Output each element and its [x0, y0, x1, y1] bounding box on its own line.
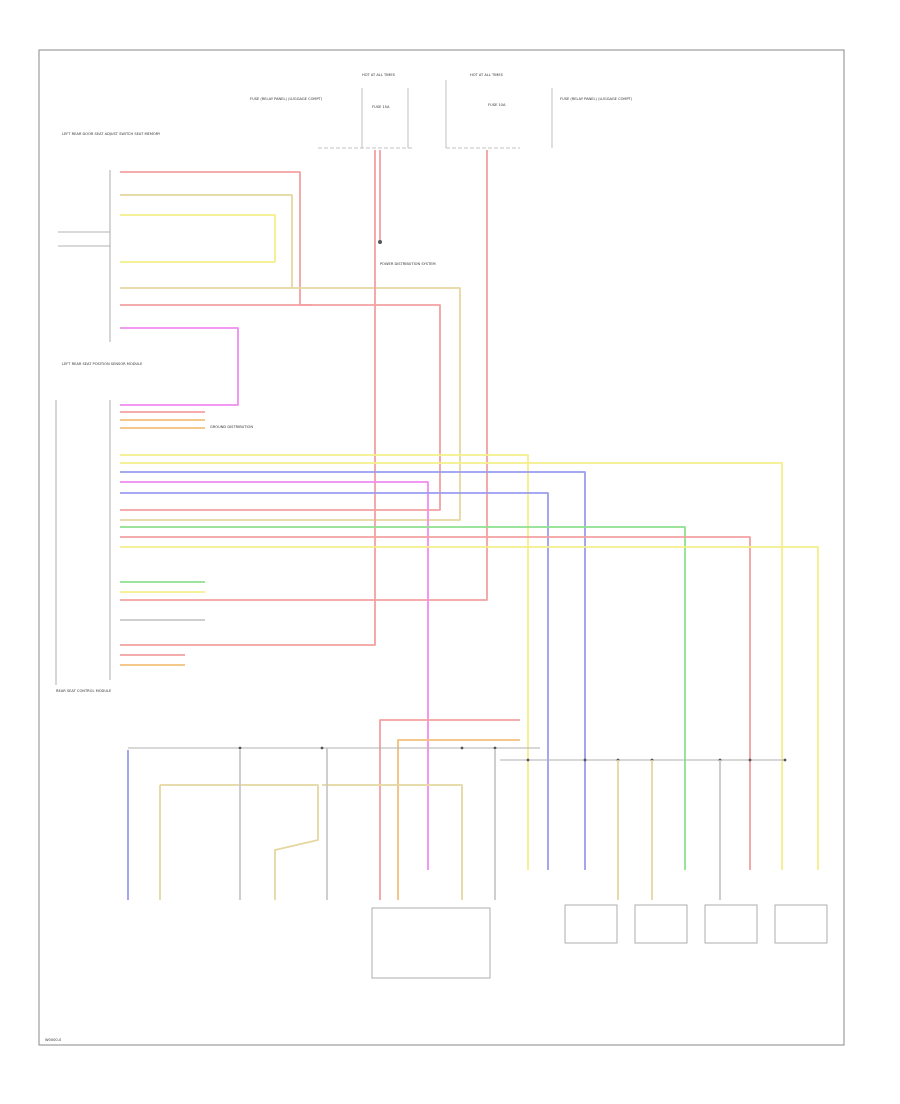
wire-3	[120, 287, 461, 521]
power-dist-label: POWER DISTRIBUTION SYSTEM	[380, 262, 436, 266]
diagram-frame	[38, 49, 845, 1046]
wire-9	[120, 454, 529, 870]
lower-module-label: LEFT REAR SEAT POSITION SENSOR MODULE	[62, 362, 143, 366]
motor-box-3	[774, 904, 828, 944]
splice-dot	[783, 758, 787, 762]
motor-box-2	[704, 904, 758, 944]
fuse2-fuse: FUSE 10A	[488, 103, 506, 107]
wire-12	[120, 481, 429, 870]
fuse-box-1: HOT AT ALL TIMES FUSE 15A FUSE (RELAY PA…	[250, 73, 412, 149]
wire-2	[120, 214, 276, 263]
fuse1-fuse: FUSE 15A	[372, 105, 390, 109]
fuse1-title: HOT AT ALL TIMES	[362, 73, 396, 77]
wire-16	[120, 546, 819, 870]
page-code: W0000-0	[45, 1038, 62, 1042]
splice-dot	[748, 758, 752, 762]
fuse1-desc: FUSE (RELAY PANEL) (LUGGAGE COMPT)	[250, 97, 323, 101]
splice-dot	[493, 746, 497, 750]
wire-0	[120, 171, 312, 306]
splice-dot	[238, 746, 242, 750]
motor-box-1	[634, 904, 688, 944]
fuse2-desc: FUSE (RELAY PANEL) (LUGGAGE COMPT)	[560, 97, 633, 101]
switch-module-box	[371, 907, 491, 979]
splice-dot	[320, 746, 324, 750]
wire-13	[120, 492, 549, 870]
wire-4	[120, 304, 441, 511]
module-brackets	[55, 170, 111, 685]
lower-module-bottom-label: REAR SEAT CONTROL MODULE	[56, 689, 112, 693]
wire-7	[120, 150, 488, 601]
wire-5	[120, 327, 239, 406]
wire-26	[397, 739, 520, 900]
wire-15	[120, 536, 751, 870]
wire-6	[120, 150, 376, 646]
splice-dot	[583, 758, 587, 762]
wire-11	[120, 471, 586, 870]
motor-box-0	[564, 904, 618, 944]
wire-33	[322, 784, 463, 900]
components	[564, 904, 828, 944]
wire-1	[120, 194, 293, 288]
wire-30	[160, 784, 319, 900]
wire-10	[120, 462, 783, 870]
ground-dist-label: GROUND DISTRIBUTION	[210, 425, 253, 429]
wires	[120, 150, 819, 900]
wire-25	[379, 719, 520, 900]
fuse-box-2: HOT AT ALL TIMES FUSE 10A FUSE (RELAY PA…	[445, 73, 633, 149]
splice-dot	[460, 746, 464, 750]
splice-dot	[526, 758, 530, 762]
wire-14	[120, 526, 686, 870]
fuse2-title: HOT AT ALL TIMES	[470, 73, 504, 77]
top-module-label: LEFT REAR DOOR SEAT ADJUST SWITCH SEAT M…	[62, 132, 161, 136]
splice-dot	[378, 240, 382, 244]
